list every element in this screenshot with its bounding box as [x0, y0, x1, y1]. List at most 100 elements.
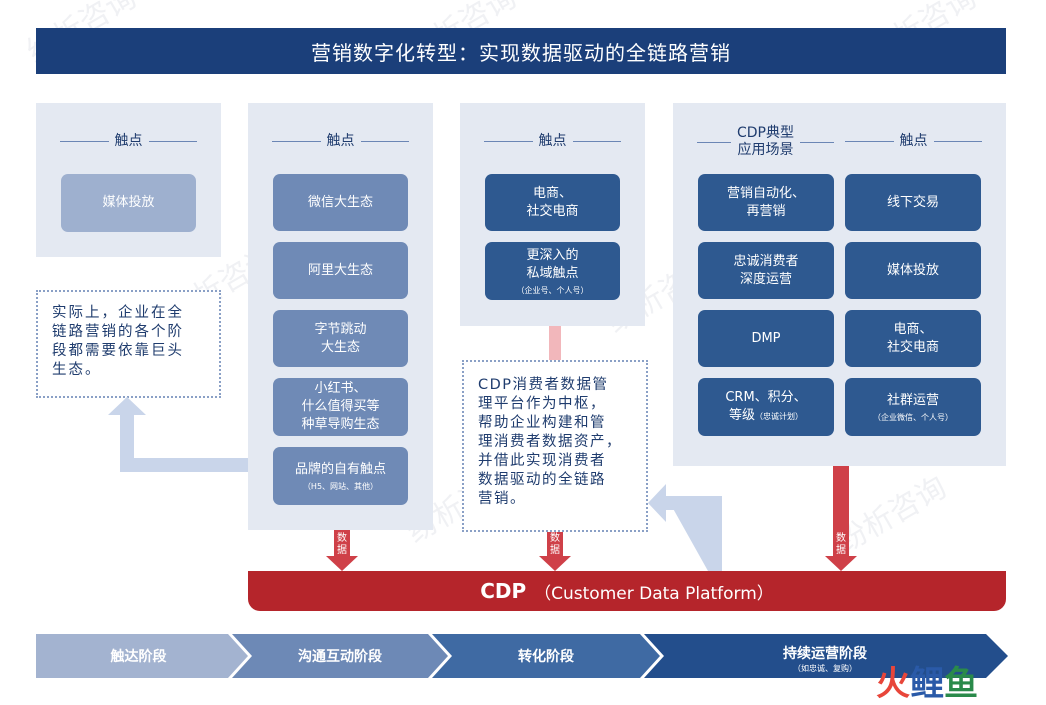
touch-xiaohongshu: 小红书、 什么值得买等 种草导购生态	[273, 378, 408, 436]
stage-chevron-engage	[232, 634, 448, 678]
data-arrow-label: 数据	[833, 533, 849, 557]
brand-logo: 火 鲤 鱼	[876, 660, 1026, 704]
panel-header-label: 触点	[538, 133, 567, 149]
note-line: 链路营销的各个阶	[52, 324, 184, 340]
panel-header-label: 触点	[326, 133, 355, 149]
scene-crm: CRM、积分、 等级（忠诚计划）	[698, 378, 834, 436]
touch-label: 什么值得买等	[301, 399, 380, 414]
touch-sublabel: （H5、网站、其他）	[302, 481, 379, 491]
data-label-char: 据	[836, 545, 846, 556]
touch-sublabel: （企业微信、个人号）	[873, 412, 953, 422]
stage-chevron-convert	[432, 634, 660, 678]
touch-panel-2: 触点 微信大生态 阿里大生态 字节跳动 大生态 小红书、 什么值得买等 种草导购…	[248, 103, 433, 530]
touch-label: 电商、	[893, 321, 933, 337]
touch-label: 种草导购生态	[301, 417, 380, 432]
stage-label-operate: 持续运营阶段	[783, 645, 867, 662]
scene-loyalty: 忠诚消费者 深度运营	[698, 242, 834, 299]
panel-header-scenes: CDP典型 应用场景	[697, 125, 834, 159]
note-line: CDP消费者数据管	[478, 377, 609, 393]
touch-label: 线下交易	[886, 194, 939, 210]
touch-alibaba: 阿里大生态	[273, 242, 408, 299]
stage-label-engage: 沟通互动阶段	[298, 649, 382, 665]
touch-label: 小红书、	[314, 381, 367, 396]
data-arrow-col2	[326, 530, 358, 571]
touch-label: 私域触点	[526, 265, 579, 281]
stage-label-reach: 触达阶段	[110, 649, 167, 665]
scene-label: CRM、积分、	[725, 390, 807, 405]
touch-label: 社群运营	[886, 392, 939, 408]
scene-label: 营销自动化、	[726, 185, 805, 201]
touch-panel-1: 触点 媒体投放	[36, 103, 221, 257]
scene-label-row: 等级（忠诚计划）	[729, 407, 803, 425]
note-line: 营销。	[478, 491, 526, 507]
cdp-subtitle: （Customer Data Platform）	[534, 583, 774, 604]
arrow-head	[648, 496, 722, 571]
data-label-char: 数	[836, 533, 846, 544]
touch-community: 社群运营 （企业微信、个人号）	[845, 378, 981, 436]
panel-header: 触点	[272, 133, 409, 150]
touch-label: 大生态	[320, 339, 360, 355]
scene-label: 等级	[728, 408, 755, 423]
cdp-title: CDP	[480, 579, 527, 603]
touch-ecommerce: 电商、 社交电商	[485, 174, 620, 231]
stage-chevron-operate	[644, 634, 1008, 678]
touch-label: 阿里大生态	[307, 262, 373, 278]
panel-header-label: 触点	[114, 133, 143, 149]
touch-ecommerce-2: 电商、 社交电商	[845, 310, 981, 367]
touch-label: 品牌的自有触点	[294, 461, 386, 477]
note-line: 理消费者数据资产，	[478, 434, 622, 450]
data-arrow-label: 数据	[334, 533, 350, 557]
cdp-platform-bar: CDP （Customer Data Platform）	[248, 571, 1006, 611]
touch-label: 媒体投放	[102, 195, 155, 210]
touch-label: 电商、	[532, 185, 572, 201]
page-title: 营销数字化转型：实现数据驱动的全链路营销	[36, 28, 1006, 74]
scene-dmp: DMP	[698, 310, 834, 367]
stage-label-operate-block: 持续运营阶段 （如忠诚、复购）	[740, 638, 910, 678]
note-ecosystem: 实际上，企业在全 链路营销的各个阶 段都需要依靠巨头 生态。	[36, 290, 221, 398]
panel-header-label: 触点	[899, 133, 928, 149]
note-line: 数据驱动的全链路	[478, 472, 606, 488]
touch-bytedance: 字节跳动 大生态	[273, 310, 408, 367]
touch-label: 社交电商	[526, 203, 579, 219]
panel-header-label: CDP典型 应用场景	[731, 125, 800, 159]
data-label-char: 数	[337, 533, 347, 544]
touch-panel-3: 触点 电商、 社交电商 更深入的 私域触点 （企业号、个人号）	[460, 103, 645, 326]
arrow-to-left-note	[108, 397, 248, 472]
data-arrow-col4	[825, 466, 857, 571]
scene-label: DMP	[751, 330, 781, 346]
panel-header-line: 应用场景	[737, 142, 794, 158]
data-arrow-label: 数据	[547, 533, 563, 557]
touch-wechat: 微信大生态	[273, 174, 408, 231]
stage-chevron-reach	[36, 634, 248, 678]
scene-automation: 营销自动化、 再营销	[698, 174, 834, 231]
panel-header: 触点	[60, 133, 197, 150]
touch-owned: 品牌的自有触点 （H5、网站、其他）	[273, 447, 408, 505]
panel-header-line: CDP典型	[737, 125, 794, 141]
stage-label-convert: 转化阶段	[518, 649, 574, 665]
touch-panel-4: CDP典型 应用场景 触点 营销自动化、 再营销 忠诚消费者 深度运营 DMP …	[673, 103, 1006, 466]
touch-label: 社交电商	[886, 339, 939, 355]
touch-label: 媒体投放	[886, 262, 939, 278]
note-line: 并借此实现消费者	[478, 453, 606, 469]
note-line: 理平台作为中枢，	[478, 396, 606, 412]
touch-label: 更深入的	[526, 247, 579, 263]
arrow-to-center-note	[648, 484, 722, 571]
touch-label: 微信大生态	[307, 194, 373, 210]
touch-label: 字节跳动	[314, 321, 367, 337]
logo-char: 鲤	[910, 663, 944, 704]
touch-sublabel: （企业号、个人号）	[516, 285, 589, 295]
note-cdp-hub: CDP消费者数据管 理平台作为中枢， 帮助企业构建和管 理消费者数据资产， 并借…	[462, 360, 648, 532]
scene-label: 再营销	[746, 203, 786, 219]
panel-header: 触点	[484, 133, 621, 150]
touch-offline: 线下交易	[845, 174, 981, 231]
touch-private-domain: 更深入的 私域触点 （企业号、个人号）	[485, 242, 620, 300]
touch-media-ads: 媒体投放	[61, 174, 196, 232]
data-label-char: 据	[550, 545, 560, 556]
note-line: 生态。	[52, 362, 102, 378]
data-label-char: 数	[550, 533, 560, 544]
scene-label: 忠诚消费者	[733, 253, 799, 269]
note-line: 实际上，企业在全	[52, 305, 184, 321]
